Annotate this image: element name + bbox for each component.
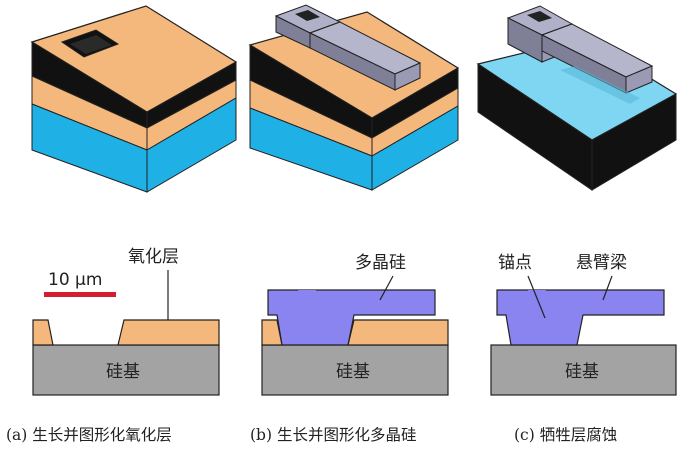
panel-a-oxide-window-floor (70, 35, 112, 54)
panel-a-silicon-base (32, 344, 220, 396)
panel-c-silicon-base (490, 344, 677, 396)
panel-c-anchor-label: 锚点 (498, 253, 532, 273)
panel-c-beam-label: 悬臂梁 (576, 253, 627, 273)
panel-a-3d-block (30, 5, 238, 193)
panel-a-caption: (a) 生长并图形化氧化层 (6, 426, 172, 444)
panel-a-block-right-substrate (146, 97, 237, 193)
panel-c-anchor-leader (527, 275, 546, 319)
panel-c-cantilever-notch (528, 290, 546, 322)
panel-b-polysilicon-beam (274, 4, 422, 91)
panel-b-silicon-base (261, 344, 449, 396)
panel-b-polysilicon-label: 多晶硅 (355, 253, 406, 273)
scale-bar-label: 10 μm (48, 270, 102, 290)
panel-b-block-right-substrate (371, 105, 459, 191)
panel-a-cross-section: 氧化层 硅基 (32, 247, 220, 396)
panel-c-beam-shadow (560, 66, 640, 104)
scale-bar (44, 292, 116, 297)
panel-c-polysilicon-beam (506, 5, 654, 104)
panel-c-block-right (591, 93, 677, 191)
panel-c-cross-section: 锚点 悬臂梁 硅基 (490, 253, 677, 396)
panel-b-label-leader (379, 275, 394, 301)
panel-b-anchor-hole (295, 10, 320, 21)
panel-c-anchor-hole (527, 11, 552, 22)
panel-a-oxide-right (117, 319, 220, 346)
panel-b-caption: (b) 生长并图形化多晶硅 (250, 426, 416, 444)
panel-c-caption: (c) 牺牲层腐蚀 (514, 426, 617, 444)
panel-b-oxide-left (261, 319, 283, 346)
panel-c-base-label: 硅基 (565, 362, 599, 382)
panel-b-polysilicon-notch (298, 290, 316, 322)
panel-b-beam-end (394, 62, 421, 91)
panel-a-base-label: 硅基 (106, 362, 140, 382)
panel-c-beam-end (625, 65, 653, 94)
panel-c-beam-leader (602, 275, 613, 301)
panel-b-base-label: 硅基 (336, 362, 370, 382)
panel-c-3d-block (476, 37, 678, 191)
panel-a-oxide-left (32, 319, 54, 346)
panel-a-oxide-label: 氧化层 (128, 247, 179, 267)
panel-c-cantilever (496, 289, 665, 346)
panel-b-oxide-right (347, 319, 449, 346)
panel-b-cross-section: 多晶硅 硅基 (261, 253, 449, 396)
